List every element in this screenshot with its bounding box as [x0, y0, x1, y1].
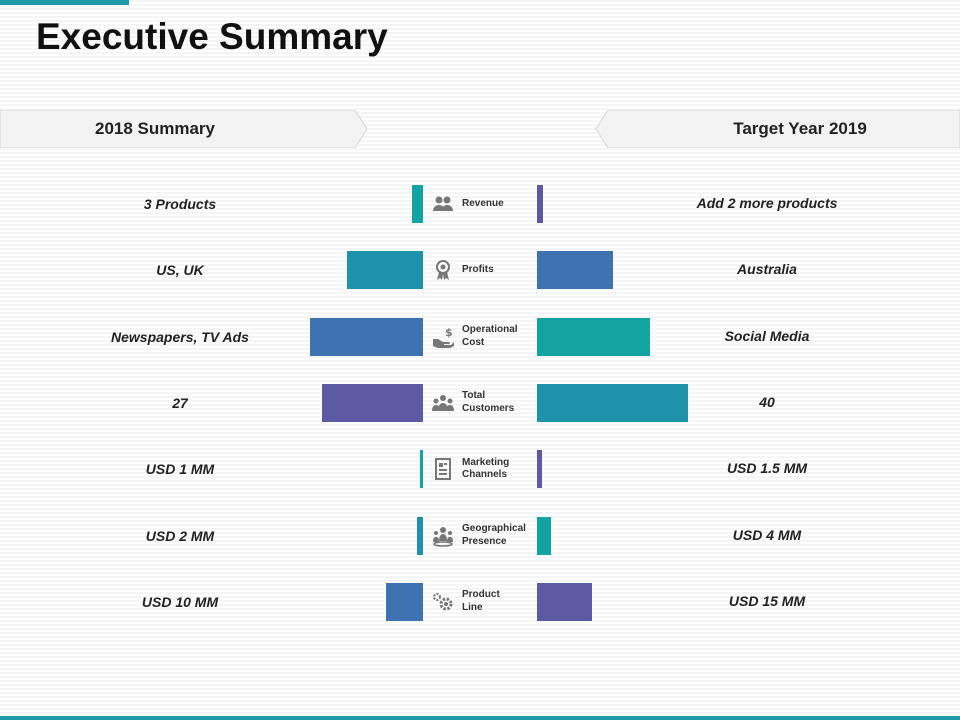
metric-label-line: Total [462, 390, 486, 402]
left-value: USD 1 MM [145, 461, 215, 478]
left-bar [419, 450, 423, 489]
left-bar [310, 317, 423, 356]
metric-label-line: Channels [462, 469, 508, 481]
metric-label-line: Line [462, 601, 483, 613]
group-icon [431, 391, 455, 415]
right-bar [537, 185, 543, 223]
document-icon [431, 457, 455, 481]
users-icon [431, 192, 455, 216]
left-bar [417, 516, 423, 555]
page-title: Executive Summary [36, 16, 388, 57]
left-header-banner: 2018 Summary [0, 110, 368, 148]
award-icon [431, 258, 455, 282]
right-value: Social Media [724, 327, 810, 344]
metric-label-line: Revenue [462, 197, 504, 209]
right-value: 40 [759, 393, 775, 410]
left-value: USD 2 MM [145, 527, 215, 544]
right-bar [537, 383, 689, 422]
metric-label-line: Customers [462, 402, 515, 414]
right-bar [537, 251, 613, 290]
right-bar [537, 582, 593, 621]
metric-label-line: Presence [462, 535, 507, 547]
metric-label: Revenue [462, 198, 552, 211]
right-value: USD 15 MM [728, 592, 806, 609]
left-bar [322, 383, 423, 422]
top-accent-bar [0, 0, 129, 5]
metric-label-line: Profits [462, 264, 494, 276]
left-bar [385, 582, 423, 621]
left-bar [347, 251, 423, 290]
right-bar [537, 317, 650, 356]
right-value: USD 4 MM [732, 526, 802, 543]
right-bar [537, 450, 542, 489]
people-pin-icon [431, 524, 455, 548]
right-value: Add 2 more products [696, 195, 838, 211]
metric-label-line: Marketing [462, 456, 510, 468]
gears-icon [431, 590, 455, 614]
metric-label-line: Geographical [462, 523, 526, 534]
left-bar [411, 185, 423, 223]
left-value: 3 Products [143, 196, 217, 212]
metric-label-line: Cost [462, 336, 485, 348]
left-value: USD 10 MM [141, 593, 219, 610]
left-value: Newspapers, TV Ads [111, 328, 249, 345]
metric-label: Profits [462, 264, 552, 277]
left-value: 27 [172, 394, 188, 411]
right-bar [537, 516, 551, 555]
left-header-label: 2018 Summary [94, 119, 216, 138]
right-value: Australia [737, 261, 797, 278]
metric-label-line: Product [462, 589, 500, 601]
right-header-label: Target Year 2019 [733, 119, 867, 138]
right-value: USD 1.5 MM [726, 460, 808, 477]
bottom-accent-line [0, 716, 960, 720]
right-header-banner: Target Year 2019 [595, 110, 960, 148]
metric-label-line: Operational [462, 324, 518, 336]
money-hand-icon: $ [431, 325, 455, 349]
left-value: US, UK [156, 262, 204, 279]
svg-text:$: $ [445, 326, 453, 339]
